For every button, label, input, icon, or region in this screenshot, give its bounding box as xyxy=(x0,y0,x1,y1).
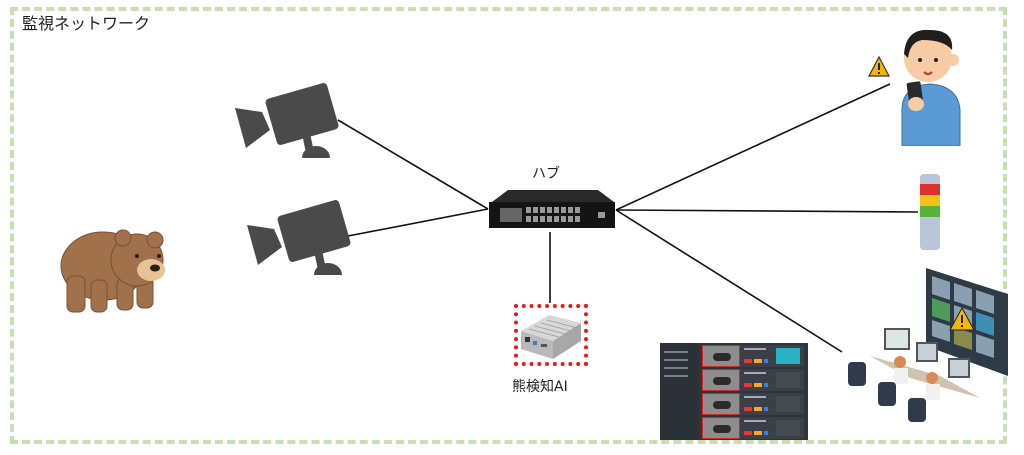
signal-tower-icon xyxy=(920,174,940,250)
dashboard-sidebar-item xyxy=(664,359,688,361)
network-switch-icon xyxy=(489,190,615,228)
ai-device-label: 熊検知AI xyxy=(512,379,568,395)
edge-hub-worker xyxy=(615,83,891,211)
edge-hub-control xyxy=(615,209,843,353)
detection-row xyxy=(702,393,804,415)
diagram-title: 監視ネットワーク xyxy=(22,14,151,33)
edge-hub-tower xyxy=(615,209,919,213)
edge-camera1-hub xyxy=(337,119,489,210)
warning-icon xyxy=(868,56,890,77)
ai-device-highlight xyxy=(514,304,588,366)
dashboard-sidebar-item xyxy=(664,351,688,353)
bear-icon xyxy=(60,229,165,313)
camera-2-icon xyxy=(247,200,351,275)
edge-camera2-hub xyxy=(347,208,489,237)
detection-dashboard-screenshot xyxy=(660,343,808,440)
dashboard-sidebar-item xyxy=(664,375,688,377)
detection-row xyxy=(702,417,804,439)
dashboard-sidebar-item xyxy=(664,367,688,369)
dashboard-sidebar xyxy=(660,343,698,440)
detection-row xyxy=(702,345,804,367)
network-frame xyxy=(10,7,1007,444)
control-room-icon xyxy=(848,268,1008,422)
detection-row xyxy=(702,369,804,391)
ai-device-icon xyxy=(521,315,581,359)
camera-1-icon xyxy=(235,83,339,158)
worker-with-phone-icon xyxy=(901,29,961,146)
hub-label: ハブ xyxy=(532,166,560,182)
